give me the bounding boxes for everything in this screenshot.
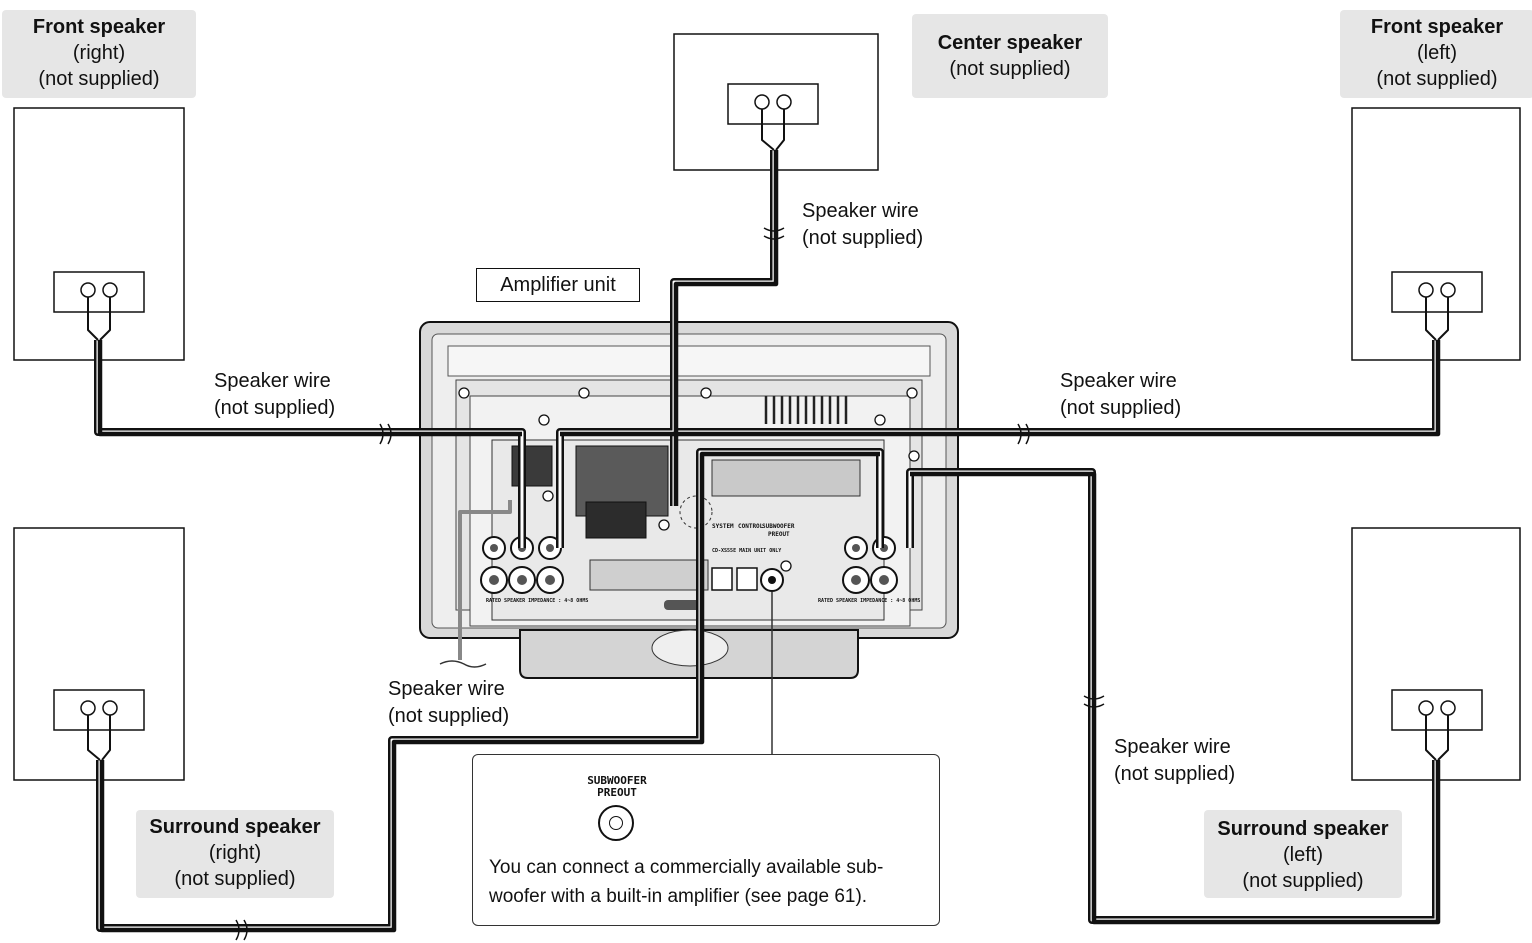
subwoofer-label: SUBWOOFER <box>762 523 795 530</box>
impedance-label-right: RATED SPEAKER IMPEDANCE : 4~8 OHMS <box>818 598 920 604</box>
surround-right-wire-line2: (not supplied) <box>388 705 510 727</box>
subwoofer-preout-title: SUBWOOFER PREOUT <box>567 775 667 799</box>
center-title: Center speaker <box>937 32 1083 54</box>
front-left-wire-line1: Speaker wire <box>1060 370 1177 392</box>
front-left-wire-label: Speaker wire (not supplied) <box>1060 368 1181 422</box>
surround-right-speaker-box <box>13 527 185 781</box>
system-label: SYSTEM <box>712 523 734 530</box>
impedance-label-left: RATED SPEAKER IMPEDANCE : 4~8 OHMS <box>486 598 588 604</box>
surround-right-title: Surround speaker <box>149 816 321 838</box>
surround-left-side: (left) <box>1283 844 1323 866</box>
subwoofer-callout: SUBWOOFER PREOUT You can connect a comme… <box>472 754 940 926</box>
subwoofer-title-line2: PREOUT <box>597 786 637 799</box>
surround-left-wire-label: Speaker wire (not supplied) <box>1114 734 1235 788</box>
center-wire-line2: (not supplied) <box>802 227 924 249</box>
only-label: CD-XS55E MAIN UNIT ONLY <box>712 548 781 554</box>
front-right-side: (right) <box>72 42 126 64</box>
front-left-speaker-box <box>1351 107 1521 361</box>
front-right-wire-line2: (not supplied) <box>214 397 336 419</box>
surround-left-wire-line1: Speaker wire <box>1114 736 1231 758</box>
subwoofer-note-line2: woofer with a built-in amplifier (see pa… <box>489 886 868 907</box>
preout-label: PREOUT <box>768 531 790 538</box>
front-right-speaker-box <box>13 107 185 361</box>
front-right-speaker-label: Front speaker (right) (not supplied) <box>2 10 196 98</box>
subwoofer-note-line1: You can connect a commercially available… <box>489 857 884 878</box>
surround-left-speaker-box <box>1351 527 1521 781</box>
speaker-boxes <box>13 33 1521 781</box>
surround-right-speaker-label: Surround speaker (right) (not supplied) <box>136 810 334 898</box>
surround-left-wire-line2: (not supplied) <box>1114 763 1236 785</box>
subwoofer-jack-icon <box>598 805 634 841</box>
front-right-wire-label: Speaker wire (not supplied) <box>214 368 335 422</box>
front-left-note: (not supplied) <box>1376 68 1498 90</box>
center-wire-label: Speaker wire (not supplied) <box>802 198 923 252</box>
front-right-wire-line1: Speaker wire <box>214 370 331 392</box>
surround-right-wire-line1: Speaker wire <box>388 678 505 700</box>
front-left-title: Front speaker <box>1370 16 1504 38</box>
surround-left-speaker-label: Surround speaker (left) (not supplied) <box>1204 810 1402 898</box>
amplifier-unit-label: Amplifier unit <box>476 268 640 302</box>
surround-right-note: (not supplied) <box>174 868 296 890</box>
center-note: (not supplied) <box>949 58 1071 80</box>
front-right-title: Front speaker <box>32 16 166 38</box>
surround-right-wire-label: Speaker wire (not supplied) <box>388 676 509 730</box>
speaker-wires <box>87 109 1449 941</box>
front-left-speaker-label: Front speaker (left) (not supplied) <box>1340 10 1532 98</box>
control-label: CONTROL <box>738 523 764 530</box>
center-wire-line1: Speaker wire <box>802 200 919 222</box>
amplifier-unit: SYSTEM CONTROL SUBWOOFER PREOUT CD-XS55E… <box>419 321 959 679</box>
surround-right-side: (right) <box>208 842 262 864</box>
front-left-wire-line2: (not supplied) <box>1060 397 1182 419</box>
subwoofer-title-line1: SUBWOOFER <box>587 774 647 787</box>
surround-left-title: Surround speaker <box>1217 818 1389 840</box>
front-right-note: (not supplied) <box>38 68 160 90</box>
front-left-side: (left) <box>1417 42 1457 64</box>
center-speaker-label: Center speaker (not supplied) <box>912 14 1108 98</box>
subwoofer-note: You can connect a commercially available… <box>489 853 929 911</box>
surround-left-note: (not supplied) <box>1242 870 1364 892</box>
